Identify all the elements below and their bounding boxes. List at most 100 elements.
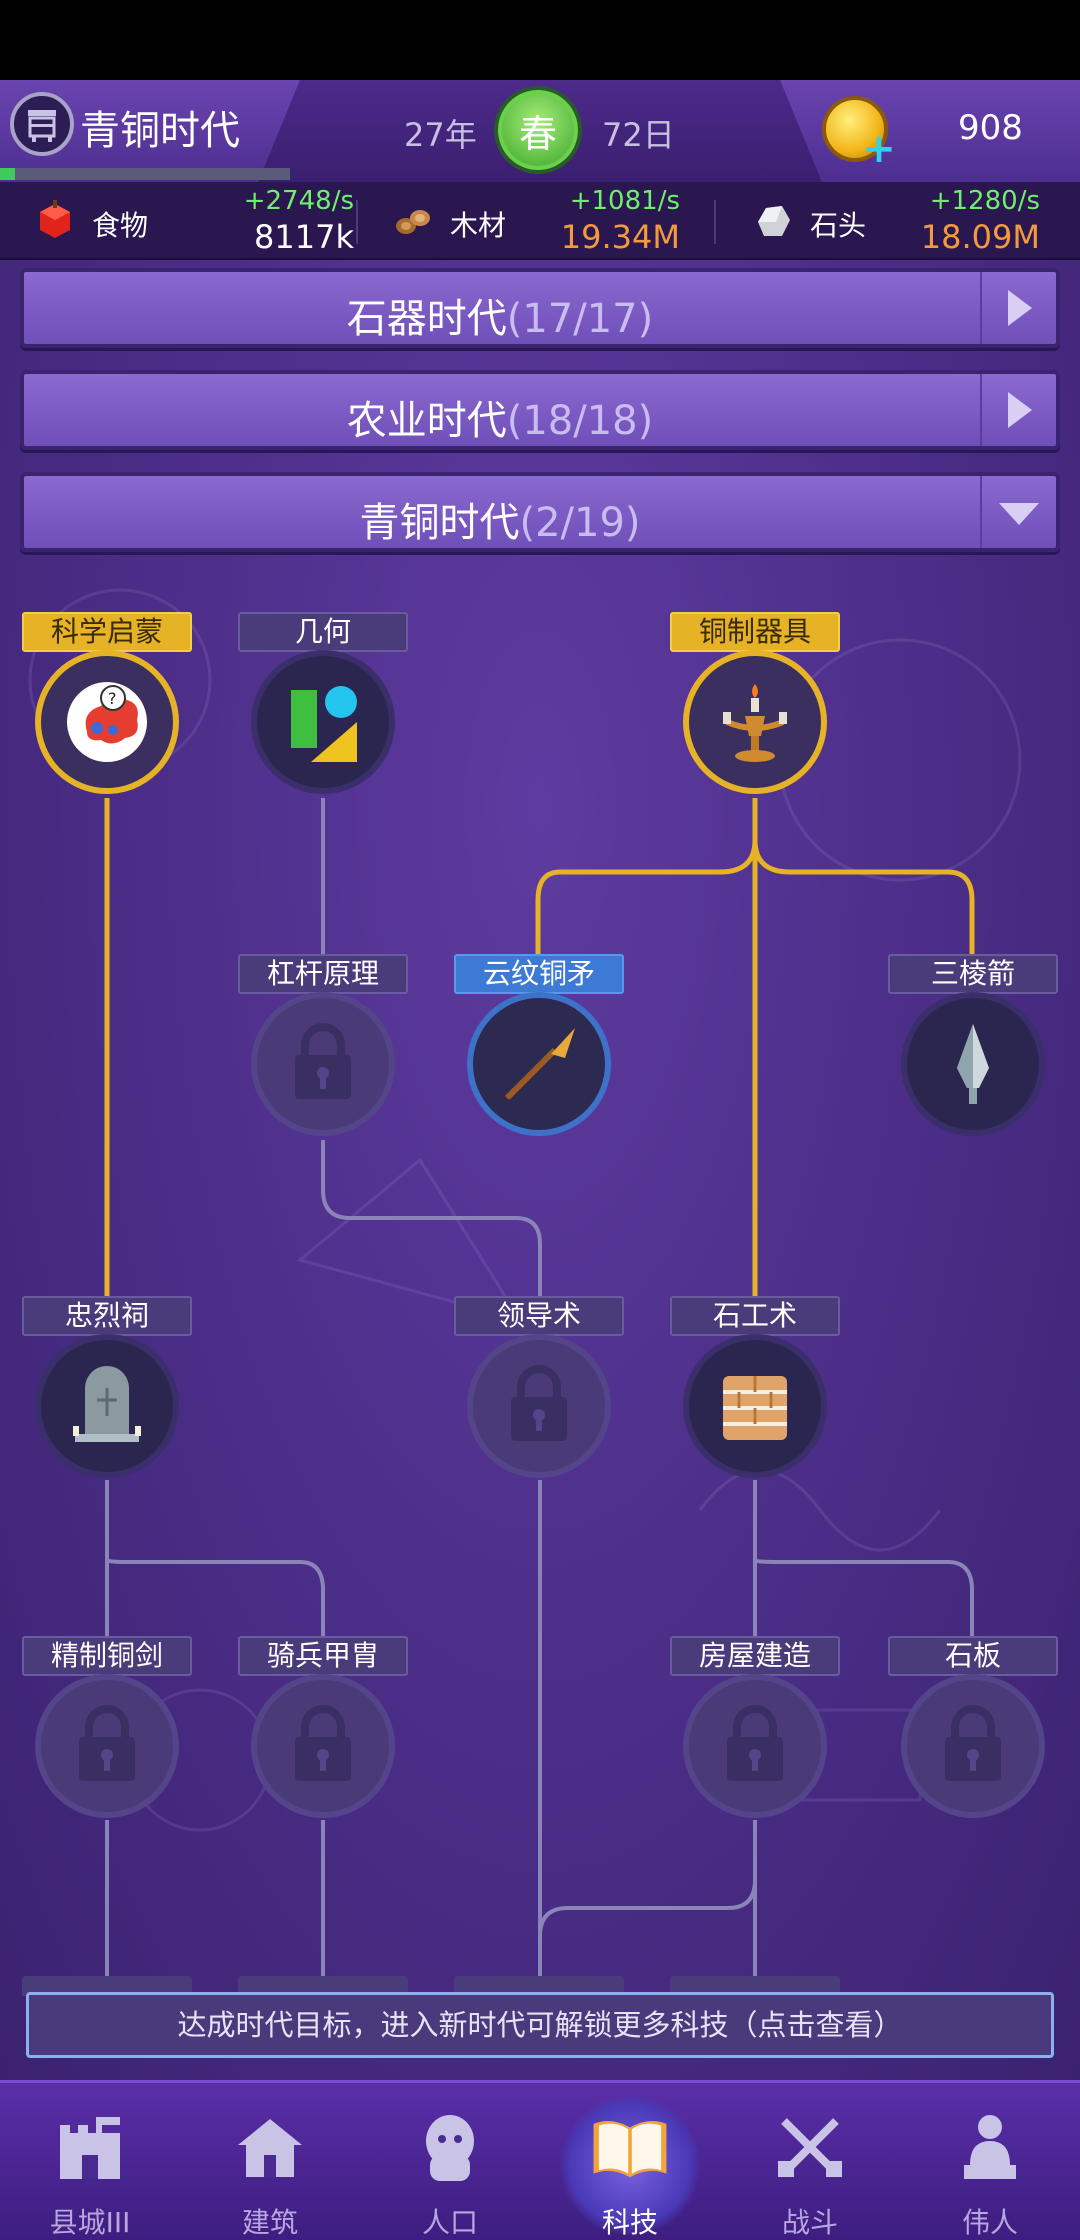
resource-name: 石头: [810, 209, 867, 242]
tech-label: 领导术: [454, 1296, 624, 1336]
resource-rate: +2748/s: [243, 186, 354, 216]
nav-battle[interactable]: 战斗: [720, 2083, 900, 2240]
wood-icon: [396, 210, 430, 234]
tech-label: 骑兵甲胄: [238, 1636, 408, 1676]
nav-technology[interactable]: 科技: [540, 2083, 720, 2240]
svg-text:?: ?: [108, 689, 117, 708]
tech-connector-lines: [104, 798, 975, 2000]
tech-label: 杠杆原理: [238, 954, 408, 994]
gold-coin-icon[interactable]: [822, 96, 888, 162]
lock-icon[interactable]: [251, 992, 395, 1136]
resource-rate: +1280/s: [929, 186, 1040, 216]
season-badge[interactable]: 春: [494, 86, 582, 174]
nav-label: 县城III: [49, 2206, 131, 2239]
year-label: 27年: [404, 116, 477, 154]
era-row-stone-age[interactable]: 石器时代(17/17): [20, 268, 1060, 348]
tech-house-building[interactable]: 房屋建造: [670, 1636, 840, 1836]
tech-geometry[interactable]: 几何: [238, 612, 408, 812]
swords-icon: [770, 2107, 850, 2187]
tech-martyr-shrine[interactable]: 忠烈祠: [22, 1296, 192, 1496]
status-bar: [0, 0, 1080, 80]
era-row-label: 石器时代(17/17): [346, 296, 654, 342]
chevron-down-icon[interactable]: [980, 476, 1056, 548]
tech-tree-panel[interactable]: 石器时代(17/17) 农业时代(18/18) 青铜时代(2/19): [0, 260, 1080, 2080]
tech-masonry[interactable]: 石工术: [670, 1296, 840, 1496]
era-row-bronze-age[interactable]: 青铜时代(2/19): [20, 472, 1060, 552]
era-row-label: 农业时代(18/18): [346, 398, 654, 444]
divider: [714, 200, 716, 244]
lock-icon[interactable]: [683, 1674, 827, 1818]
nav-town[interactable]: 县城III: [0, 2083, 180, 2240]
era-goal-notice[interactable]: 达成时代目标，进入新时代可解锁更多科技（点击查看）: [26, 1992, 1054, 2058]
era-progress-bar: [0, 168, 290, 180]
people-icon: [410, 2107, 490, 2187]
resource-rate: +1081/s: [569, 186, 680, 216]
brain-icon[interactable]: ?: [35, 650, 179, 794]
chevron-right-icon[interactable]: [980, 272, 1056, 344]
nav-label: 战斗: [781, 2206, 838, 2239]
tech-label-peek: [238, 1976, 408, 1996]
tech-label: 石工术: [670, 1296, 840, 1336]
tech-label-peek: [22, 1976, 192, 1996]
tech-label: 忠烈祠: [22, 1296, 192, 1336]
tech-label: 石板: [888, 1636, 1058, 1676]
resource-total: 19.34M: [560, 218, 680, 256]
resource-total: 8117k: [254, 218, 354, 256]
tech-label: 科学启蒙: [22, 612, 192, 652]
tech-bronze-ware[interactable]: 铜制器具: [670, 612, 840, 812]
era-title: 青铜时代: [80, 108, 240, 154]
nav-label: 建筑: [241, 2206, 298, 2239]
stone-icon: [758, 206, 790, 236]
resource-name: 木材: [450, 209, 507, 242]
day-label: 72日: [602, 116, 675, 154]
tech-label-peek: [454, 1976, 624, 1996]
nav-population[interactable]: 人口: [360, 2083, 540, 2240]
tech-cavalry-armor[interactable]: 骑兵甲胄: [238, 1636, 408, 1836]
tech-label-peek: [670, 1976, 840, 1996]
chevron-right-icon[interactable]: [980, 374, 1056, 446]
resource-food: 食物 +2748/s 8117k: [34, 182, 354, 260]
tech-science-enlightenment[interactable]: 科学启蒙 ?: [22, 612, 192, 812]
lock-icon[interactable]: [901, 1674, 1045, 1818]
era-icon[interactable]: [10, 92, 74, 156]
nav-buildings[interactable]: 建筑: [180, 2083, 360, 2240]
lock-icon[interactable]: [35, 1674, 179, 1818]
tech-lever-principle[interactable]: 杠杆原理: [238, 954, 408, 1154]
tech-cloud-bronze-spear[interactable]: 云纹铜矛: [454, 954, 624, 1154]
tech-slate[interactable]: 石板: [888, 1636, 1058, 1836]
add-gold-icon[interactable]: +: [862, 126, 896, 172]
statue-icon: [950, 2107, 1030, 2187]
tech-label: 铜制器具: [670, 612, 840, 652]
spear-icon[interactable]: [467, 992, 611, 1136]
tech-label: 几何: [238, 612, 408, 652]
gold-amount: 908: [958, 108, 1023, 148]
tech-refined-bronze-sword[interactable]: 精制铜剑: [22, 1636, 192, 1836]
house-icon: [230, 2107, 310, 2187]
next-row-labels-peek: [0, 1976, 1080, 1996]
geometry-shapes-icon[interactable]: [251, 650, 395, 794]
tech-triple-edge-arrow[interactable]: 三棱箭: [888, 954, 1058, 1154]
tombstone-icon[interactable]: [35, 1334, 179, 1478]
tech-leadership[interactable]: 领导术: [454, 1296, 624, 1496]
resource-stone: 石头 +1280/s 18.09M: [752, 182, 1072, 260]
lock-icon[interactable]: [251, 1674, 395, 1818]
tech-label: 精制铜剑: [22, 1636, 192, 1676]
arrowhead-icon[interactable]: [901, 992, 1045, 1136]
nav-label: 人口: [421, 2206, 478, 2239]
nav-label: 科技: [601, 2206, 658, 2239]
lock-icon[interactable]: [467, 1334, 611, 1478]
era-row-agriculture-age[interactable]: 农业时代(18/18): [20, 370, 1060, 450]
bottom-nav: 县城III 建筑 人口 科技 战斗 伟人: [0, 2080, 1080, 2240]
resource-bar: 食物 +2748/s 8117k 木材 +1081/s 19.34M 石头 +1…: [0, 182, 1080, 260]
nav-great-people[interactable]: 伟人: [900, 2083, 1080, 2240]
resource-wood: 木材 +1081/s 19.34M: [392, 182, 712, 260]
resource-name: 食物: [92, 209, 149, 242]
nav-label: 伟人: [961, 2206, 1018, 2239]
apple-icon: [40, 200, 70, 238]
tech-label: 云纹铜矛: [454, 954, 624, 994]
era-row-label: 青铜时代(2/19): [359, 500, 641, 546]
town-icon: [50, 2107, 130, 2187]
divider: [356, 200, 358, 244]
candelabra-icon[interactable]: [683, 650, 827, 794]
brick-wall-icon[interactable]: [683, 1334, 827, 1478]
